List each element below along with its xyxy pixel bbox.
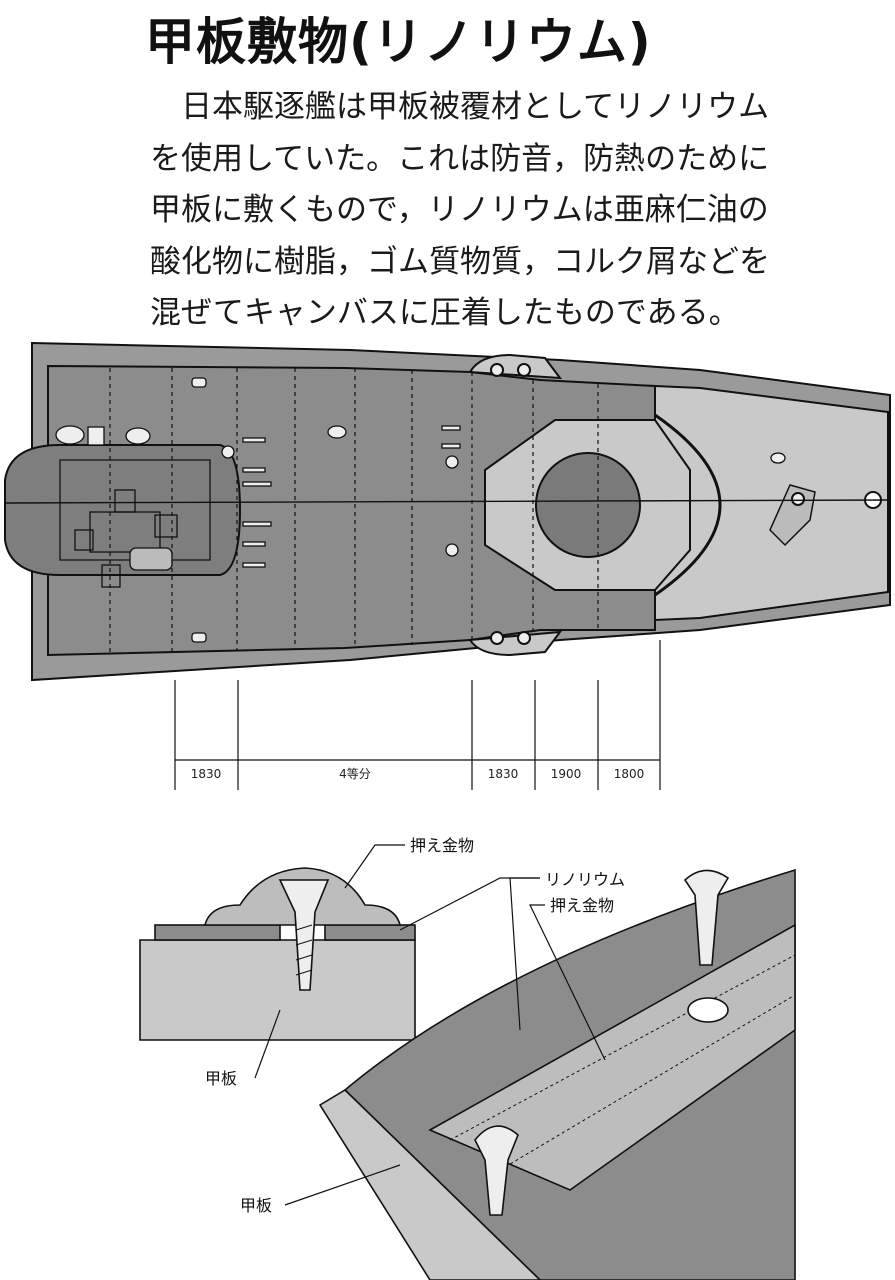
section-linoleum: [154, 924, 281, 941]
dimension-label: 4等分: [339, 767, 371, 781]
bridge-structure: [4, 444, 242, 576]
gun-turret: [535, 452, 641, 558]
perspective-fitting-strip: [428, 923, 796, 1191]
paragraph-line: 甲板に敷くもので，リノリウムは亜麻仁油の: [150, 192, 769, 228]
section-deck-plate: [139, 939, 416, 1041]
perspective-screw-bottom: [474, 1125, 519, 1216]
callout-deck-lower: 甲板: [240, 1196, 272, 1215]
paragraph-line: 混ぜてキャンバスに圧着したものである。: [150, 295, 740, 331]
paragraph-line: 酸化物に樹脂，ゴム質物質，コルク屑などを: [150, 243, 770, 280]
dimension-label: 1830: [488, 767, 519, 781]
description-paragraph: 日本駆逐艦は甲板被覆材としてリノリウム を使用していた。これは防音，防熱のために…: [150, 82, 850, 340]
deck-linoleum-area: [47, 364, 656, 657]
callout-deck-upper: 甲板: [205, 1069, 237, 1088]
perspective-deck-side: [318, 1088, 542, 1280]
dimension-label: 1900: [551, 767, 582, 781]
dimension-label: 1830: [191, 767, 222, 781]
callout-fitting-right: 押え金物: [550, 896, 614, 915]
section-screw: [278, 879, 330, 991]
callout-linoleum: リノリウム: [545, 870, 625, 889]
paragraph-line: 日本駆逐艦は甲板被覆材としてリノリウム: [181, 89, 770, 125]
perspective-screw-top: [683, 869, 730, 966]
deck-plan-diagram: 1830 4等分 1830 1900 1800: [4, 341, 891, 790]
callout-fitting-top: 押え金物: [410, 836, 474, 855]
bow-deck: [654, 384, 889, 622]
dimension-label: 1800: [614, 767, 645, 781]
page-title: 甲板敷物(リノリウム): [145, 13, 652, 71]
paragraph-line: を使用していた。これは防音，防熱のために: [150, 140, 770, 177]
fitting-detail-diagram: 押え金物 リノリウム 押え金物 甲板 甲板: [139, 836, 796, 1280]
